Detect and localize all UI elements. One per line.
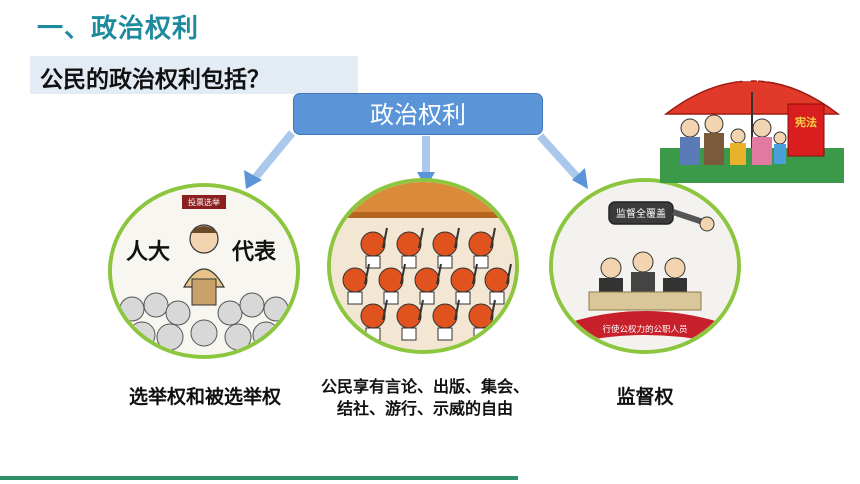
question-box: 公民的政治权利包括？	[30, 56, 358, 94]
protester-head	[360, 303, 386, 329]
protester-body	[437, 327, 453, 341]
protester-arm	[472, 263, 478, 285]
protester-head	[468, 231, 494, 257]
protester-head	[360, 231, 386, 257]
protester-arm	[506, 263, 512, 285]
protester-head	[414, 267, 440, 293]
bottom-divider	[0, 476, 518, 480]
protester-head	[484, 267, 510, 293]
protester-body	[489, 291, 505, 305]
basic-rights-illustration: 公民基本权利 宪法	[660, 52, 844, 183]
protester-arm	[382, 227, 388, 249]
protesting-people	[342, 227, 512, 341]
caption-supervision: 监督权	[616, 386, 674, 408]
protester-body	[347, 291, 363, 305]
protester-arm	[454, 299, 460, 321]
protester-head	[396, 303, 422, 329]
sign-text-left: 人大	[126, 240, 170, 265]
protester-head	[378, 267, 404, 293]
magnifier-icon: 监督全覆盖	[608, 201, 715, 232]
banner-text: 行使公权力的公职人员	[602, 324, 687, 335]
protester-arm	[490, 227, 496, 249]
protester-head	[432, 303, 458, 329]
caption-freedoms-line1: 公民享有言论、出版、集会、	[320, 377, 529, 396]
protester-arm	[382, 299, 388, 321]
sign-text-right: 代表	[231, 240, 277, 265]
protester-arm	[490, 299, 496, 321]
svg-text:监督全覆盖: 监督全覆盖	[616, 207, 666, 220]
svg-text:宪法: 宪法	[795, 115, 817, 129]
freedoms-image	[327, 178, 519, 354]
protester-arm	[418, 299, 424, 321]
protester-head	[432, 231, 458, 257]
caption-election: 选举权和被选举权	[128, 386, 281, 408]
deputy-figure	[182, 224, 226, 306]
protester-arm	[436, 263, 442, 285]
caption-freedoms-line2: 结社、游行、示威的自由	[336, 399, 513, 418]
political-rights-box: 政治权利	[293, 93, 543, 135]
umbrella-text: 公民基本权利	[719, 69, 785, 83]
protester-body	[365, 327, 381, 341]
protester-body	[401, 327, 417, 341]
protester-arm	[364, 263, 370, 285]
protester-head	[450, 267, 476, 293]
question-text: 公民的政治权利包括？	[40, 67, 270, 93]
page-title: 一、政治权利	[37, 14, 200, 44]
podium-sign-text: 投票选举	[188, 197, 220, 207]
protester-head	[468, 303, 494, 329]
supervision-image: 监督全覆盖 行使公权力的公职人员	[549, 178, 741, 354]
protester-arm	[400, 263, 406, 285]
election-image: 投票选举 人大 代表	[108, 183, 300, 359]
protester-arm	[418, 227, 424, 249]
family-figures	[680, 114, 787, 165]
officials-figures	[588, 251, 702, 311]
protester-head	[396, 231, 422, 257]
arrow-right	[537, 133, 588, 189]
protester-head	[342, 267, 368, 293]
protester-arm	[454, 227, 460, 249]
constitution-book: 宪法	[787, 103, 825, 157]
caption-freedoms: 公民享有言论、出版、集会、 结社、游行、示威的自由	[290, 376, 560, 420]
arrow-left	[244, 130, 296, 189]
